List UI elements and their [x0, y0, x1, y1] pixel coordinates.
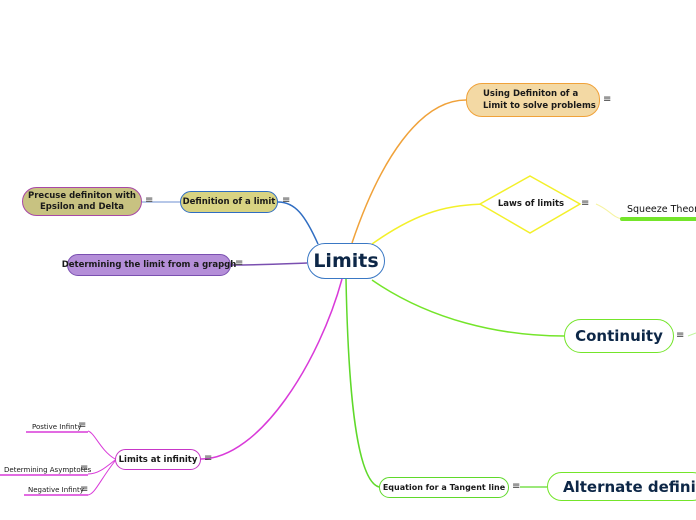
connector-definition — [277, 201, 319, 245]
topic-determining-graph[interactable]: Determining the limit from a grapgh — [62, 254, 236, 276]
connector-using-definition — [351, 99, 467, 244]
connector-continuity — [371, 279, 565, 337]
connector-continuity-ext — [687, 332, 696, 337]
central-topic-limits[interactable]: Limits — [307, 243, 385, 279]
connector-laws — [371, 203, 487, 245]
topic-laws-of-limits[interactable]: Laws of limits — [497, 199, 565, 209]
connector-positive — [87, 430, 116, 460]
connector-squeeze — [595, 203, 623, 220]
note-icon[interactable]: ≡ — [204, 453, 213, 464]
topic-determining-asymptotes[interactable]: Determining Asymptotes — [4, 466, 92, 474]
note-icon[interactable]: ≡ — [512, 481, 521, 492]
connector-asymptotes — [87, 459, 116, 475]
topic-positive-infinity[interactable]: Postive Infinty — [32, 423, 82, 431]
note-icon[interactable]: ≡ — [80, 463, 89, 474]
note-icon[interactable]: ≡ — [676, 330, 685, 341]
topic-squeeze-theorem[interactable]: Squeeze Theorem — [627, 204, 696, 215]
topic-using-definition[interactable]: Using Definiton of a Limit to solve prob… — [466, 83, 600, 117]
topic-tangent-line[interactable]: Equation for a Tangent line — [379, 477, 509, 498]
note-icon[interactable]: ≡ — [235, 258, 244, 269]
note-icon[interactable]: ≡ — [78, 420, 87, 431]
connector-tangent — [345, 278, 380, 488]
note-icon[interactable]: ≡ — [80, 484, 89, 495]
topic-continuity[interactable]: Continuity — [564, 319, 674, 353]
note-icon[interactable]: ≡ — [581, 198, 590, 209]
topic-negative-infinity[interactable]: Negative Infinty — [28, 486, 84, 494]
note-icon[interactable]: ≡ — [603, 94, 612, 105]
connector-infinity — [200, 278, 343, 460]
topic-alternate-definition[interactable]: Alternate definiton — [547, 472, 696, 501]
topic-definition-of-limit[interactable]: Definition of a limit — [180, 191, 278, 213]
laws-diamond — [478, 175, 582, 234]
connector-graph — [230, 262, 308, 266]
topic-limits-at-infinity[interactable]: Limits at infinity — [115, 449, 201, 470]
topic-precise-definition[interactable]: Precuse definiton with Epsilon and Delta — [22, 187, 142, 216]
note-icon[interactable]: ≡ — [282, 195, 291, 206]
note-icon[interactable]: ≡ — [145, 195, 154, 206]
connector-negative — [87, 460, 116, 496]
